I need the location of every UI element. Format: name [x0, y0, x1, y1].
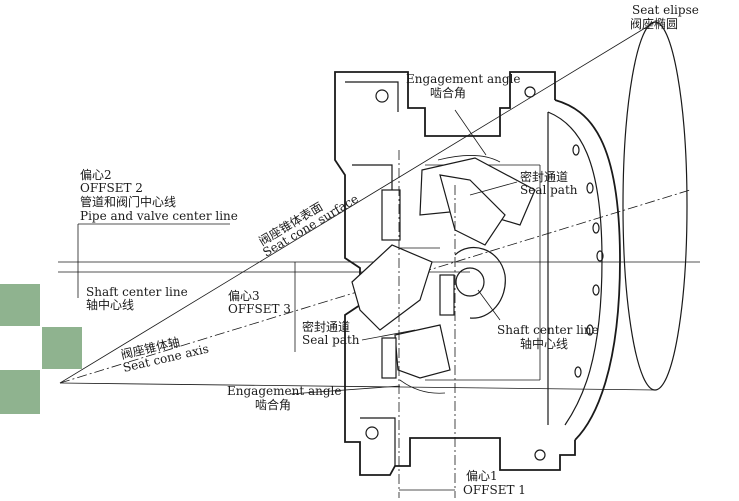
engagement-bottom-label-en: Engagement angle	[227, 384, 341, 398]
valve-disc	[351, 157, 536, 379]
seal-path-mid-leader	[361, 329, 416, 341]
seat-ellipse-label-cn: 阀座椭圆	[630, 16, 678, 31]
engagement-top-label-cn: 啮合角	[430, 85, 466, 100]
decor-square-2	[42, 327, 82, 369]
engagement-arc-top	[437, 155, 501, 163]
valve-body	[334, 71, 621, 476]
shaft-center-left-label-cn: 轴中心线	[86, 297, 134, 312]
pipe-center-label-cn: 管道和阀门中心线	[80, 194, 176, 209]
seal-path-mid-label-en: Seal path	[302, 333, 360, 347]
engagement-arc-bottom	[399, 379, 446, 394]
decor-square-1	[0, 284, 40, 326]
offset1-label-en: OFFSET 1	[463, 483, 526, 497]
shaft-center-right-label-cn: 轴中心线	[520, 336, 568, 351]
decor-square-3	[0, 370, 40, 414]
seal-path-top-label-en: Seal path	[520, 183, 578, 197]
shaft-center-right-label-en: Shaft center line	[497, 323, 599, 337]
seat-ellipse-label-en: Seat elipse	[632, 3, 699, 17]
offset1-label-cn: 偏心1	[466, 468, 498, 483]
shaft-center-left-label-en: Shaft center line	[86, 285, 188, 299]
offset2-label-en: OFFSET 2	[80, 181, 143, 195]
seal-path-top-label-cn: 密封通道	[520, 169, 568, 184]
seat-ellipse	[622, 21, 688, 391]
offset2-label-cn: 偏心2	[80, 167, 112, 182]
engagement-top-label-en: Engagement angle	[406, 72, 520, 86]
seal-path-mid-label-cn: 密封通道	[302, 319, 350, 334]
pipe-center-label-en: Pipe and valve center line	[80, 209, 238, 223]
shaft-center-right-leader	[477, 289, 501, 321]
cone-bottom-edge	[59, 382, 656, 391]
offset3-label-en: OFFSET 3	[228, 302, 291, 316]
seal-path-top-leader	[469, 181, 518, 196]
engagement-bottom-label-cn: 啮合角	[255, 397, 291, 412]
offset3-label-cn: 偏心3	[228, 288, 260, 303]
